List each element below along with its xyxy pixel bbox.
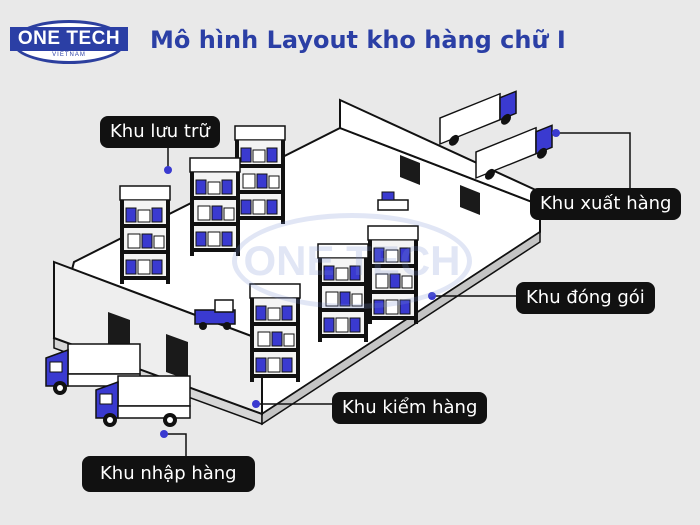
shipping-leader — [556, 132, 631, 188]
label-packing-zone: Khu đóng gói — [516, 282, 655, 314]
shipping-truck-2 — [475, 124, 553, 180]
receiving-dock-wall — [53, 260, 263, 416]
logo-name: ONE TECH — [10, 26, 128, 51]
page-title: Mô hình Layout kho hàng chữ I — [150, 26, 566, 54]
receiving-leader — [164, 433, 187, 456]
brand-logo: ONE TECH VIETNAM — [10, 20, 128, 64]
label-inspection-zone: Khu kiểm hàng — [332, 392, 488, 424]
rack-storage-1 — [234, 125, 286, 225]
label-shipping-zone: Khu xuất hàng — [530, 188, 682, 220]
forklift — [194, 299, 236, 330]
rack-storage-3 — [119, 185, 171, 285]
logo-country: VIETNAM — [52, 51, 86, 58]
pallet-jack — [377, 191, 409, 211]
watermark-logo: ONE TECH — [232, 213, 472, 309]
label-receiving-zone: Khu nhập hàng — [82, 456, 255, 492]
shipping-truck-1 — [439, 90, 517, 146]
label-storage-zone: Khu lưu trữ — [100, 116, 220, 148]
rack-storage-2 — [189, 157, 241, 257]
